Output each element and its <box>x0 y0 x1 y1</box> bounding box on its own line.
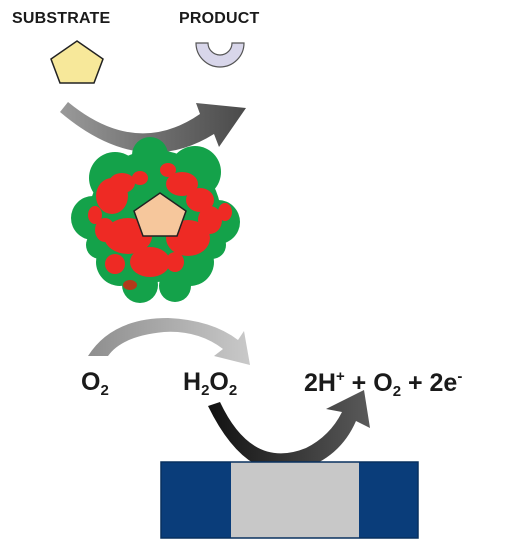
reaction-products-label: 2H+ + O2 + 2e- <box>304 368 463 400</box>
product-label: PRODUCT <box>179 10 260 27</box>
electrode-left-contact <box>161 462 231 538</box>
electrode-right-contact <box>359 462 418 538</box>
hydrogen-peroxide-label: H2O2 <box>183 368 238 399</box>
peroxide-to-products-arrow <box>208 390 370 473</box>
electrode <box>160 461 419 539</box>
product-half-ring-icon <box>195 42 245 68</box>
electrode-working-area <box>231 462 359 538</box>
substrate-pentagon-icon <box>50 40 104 84</box>
electrode-outline <box>160 461 419 539</box>
substrate-to-product-arrow <box>60 102 246 153</box>
substrate-label: SUBSTRATE <box>12 10 111 27</box>
oxygen-label: O2 <box>81 368 109 399</box>
bound-substrate-pentagon-icon <box>133 192 187 237</box>
oxygen-to-peroxide-arrow <box>88 318 250 365</box>
